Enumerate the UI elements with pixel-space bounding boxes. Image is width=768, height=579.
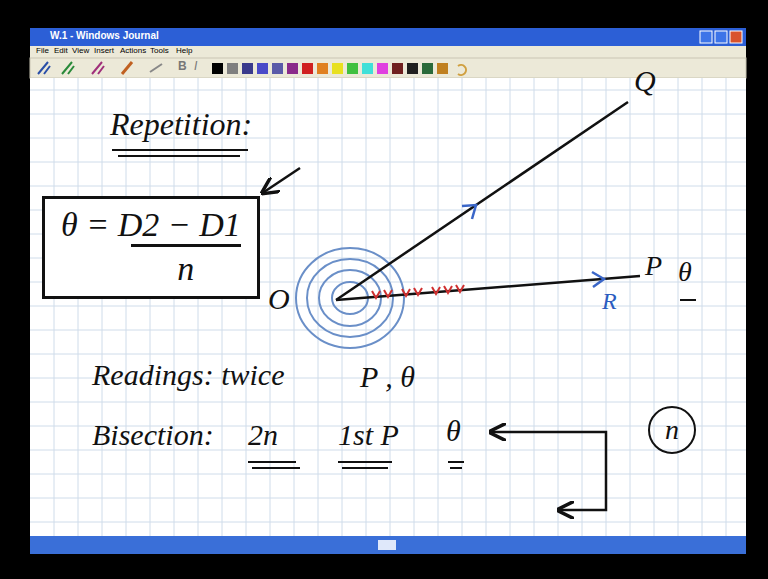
formula-box: θ = D2 − D1n bbox=[42, 196, 260, 299]
window-title: W.1 - Windows Journal bbox=[50, 30, 159, 42]
menu-item: Tools bbox=[150, 46, 169, 55]
menu-item: File bbox=[36, 46, 49, 55]
toolbar-italic: I bbox=[194, 60, 197, 74]
angle-symbol: θ bbox=[446, 414, 461, 449]
underline bbox=[338, 462, 392, 468]
circled-number: n bbox=[648, 406, 696, 454]
journal-page bbox=[30, 78, 746, 536]
underline bbox=[112, 150, 248, 156]
menu-item: Edit bbox=[54, 46, 68, 55]
repeat-bracket bbox=[492, 432, 606, 510]
window-button bbox=[715, 31, 727, 43]
menu-item: View bbox=[72, 46, 89, 55]
menu-item: Actions bbox=[120, 46, 146, 55]
underline bbox=[680, 299, 696, 301]
direction-arrow bbox=[592, 272, 604, 287]
underline bbox=[448, 462, 464, 468]
angle-symbol: θ bbox=[678, 256, 692, 288]
window-button bbox=[700, 31, 712, 43]
toolbar-bold: B bbox=[178, 60, 187, 74]
note: 1st P bbox=[338, 418, 399, 453]
close-button bbox=[730, 31, 742, 43]
point-label: Q bbox=[634, 64, 656, 99]
toolbar-icons bbox=[38, 62, 466, 75]
heading: Repetition: bbox=[110, 106, 252, 143]
formula-denominator: n bbox=[131, 244, 241, 288]
underline bbox=[248, 462, 300, 468]
note: Readings: twice bbox=[92, 358, 284, 393]
page-indicator bbox=[378, 540, 396, 550]
angle-ticks bbox=[372, 285, 464, 298]
note: P , θ bbox=[360, 360, 415, 395]
page-grid bbox=[30, 78, 746, 536]
note: Bisection: bbox=[92, 418, 214, 453]
menu-item: Help bbox=[176, 46, 192, 55]
menu-item: Insert bbox=[94, 46, 114, 55]
point-label: R bbox=[602, 288, 617, 316]
menu-bar bbox=[30, 46, 746, 58]
direction-arrow bbox=[462, 205, 476, 219]
status-bar bbox=[30, 536, 746, 554]
formula-text: θ = D2 − D1 bbox=[61, 205, 241, 244]
sight-line bbox=[336, 102, 628, 300]
title-bar bbox=[30, 28, 746, 46]
sight-line bbox=[336, 276, 640, 300]
station-label: O bbox=[268, 282, 290, 317]
point-label: P bbox=[645, 250, 662, 282]
circled-text: n bbox=[665, 414, 679, 446]
note: 2n bbox=[248, 418, 278, 453]
pointer-arrow bbox=[264, 168, 300, 192]
